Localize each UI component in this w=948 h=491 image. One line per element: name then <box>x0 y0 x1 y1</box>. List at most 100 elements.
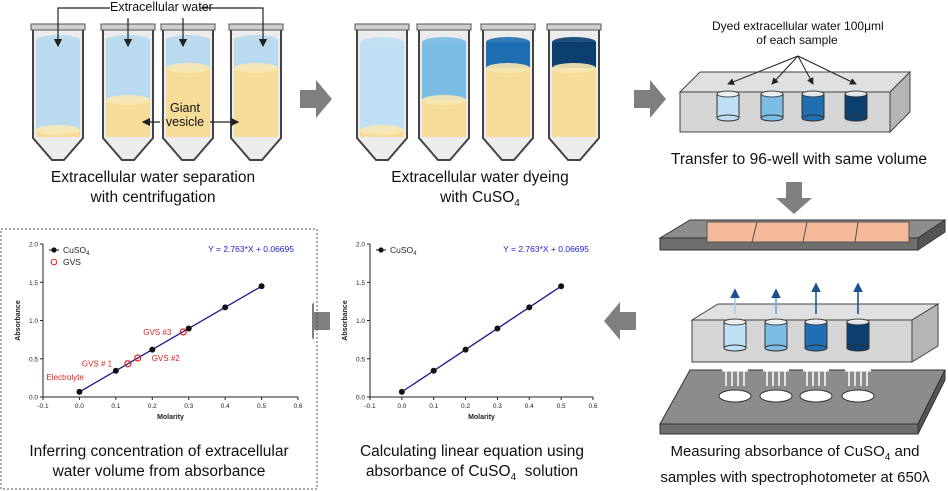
pipette-arrows <box>727 55 857 86</box>
vesicle-label: vesicle <box>165 115 205 129</box>
vesicle-layer-surface <box>234 63 278 73</box>
cuso4-point <box>398 388 405 395</box>
fit-line <box>79 285 262 393</box>
x-axis-label: Molarity <box>157 414 184 421</box>
sample-well-1-top <box>723 318 747 326</box>
gvs-annotation: GVS #2 <box>152 354 181 363</box>
caption-step2-text: with CuSO <box>440 189 515 206</box>
caption-step4-end: and <box>890 443 920 460</box>
water-layer <box>106 40 150 100</box>
equation-label: Y = 2.763*X + 0.06695 <box>208 244 294 254</box>
vesicle-layer-surface <box>36 125 80 135</box>
cuso4-point <box>76 388 83 395</box>
vesicle-layer <box>166 68 210 137</box>
x-tick-label: 0.5 <box>257 403 266 410</box>
sample-well-1 <box>723 318 747 352</box>
cuso4-point <box>494 325 501 332</box>
gvs-annotation: Electrolyte <box>46 373 84 382</box>
cuso4-point <box>258 283 265 290</box>
tube-4 <box>228 23 284 161</box>
caption-step3-line1: Transfer to 96-well with same volume <box>670 151 928 168</box>
tube-2 <box>100 23 156 161</box>
caption-step6-line2: water volume from absorbance <box>52 463 266 480</box>
sample-well-1-base <box>723 344 747 352</box>
dyed-water-layer-surface <box>422 37 466 47</box>
caption-step1: Extracellular water separation with cent… <box>18 168 288 208</box>
sample-well-2-base <box>764 344 788 352</box>
tube-outline <box>418 30 470 161</box>
fit-line <box>401 285 562 393</box>
sample-well-2-top <box>764 318 788 326</box>
arrow-step1-to-step2 <box>300 80 332 118</box>
sample-well-3 <box>804 318 828 352</box>
tube-outline <box>356 30 408 161</box>
legend-cuso4-label: CuSO4 <box>63 245 90 257</box>
arrow-step2-to-step3 <box>634 80 666 118</box>
x-tick-label: 0.6 <box>588 403 597 410</box>
tube-rim <box>416 23 472 31</box>
x-tick-label: -0.1 <box>364 403 376 410</box>
sample-wells <box>723 318 870 352</box>
x-tick-label: -0.1 <box>37 403 49 410</box>
plate-well-1-base <box>716 114 740 122</box>
cuso4-point <box>430 367 437 374</box>
vesicle-layer-surface <box>486 63 530 73</box>
plate-well-2 <box>760 90 784 122</box>
dyed-tubes <box>354 23 602 161</box>
x-tick-label: 0.4 <box>525 403 534 410</box>
vesicle-layer <box>234 68 278 137</box>
dyed-water-line2: of each sample <box>756 33 838 47</box>
chart-background <box>8 234 312 428</box>
gvs-annotation: GVS #3 <box>143 328 172 337</box>
caption-step1-line2: with centrifugation <box>90 189 216 206</box>
giant-label: Giant <box>170 101 200 115</box>
x-tick-label: 0.1 <box>111 403 120 410</box>
tube-outline <box>162 30 214 161</box>
sample-well-2-body <box>764 321 788 349</box>
caption-step2-line1: Extracellular water dyeing <box>391 169 569 186</box>
vesicle-layer-surface <box>166 63 210 73</box>
caption-step5-line1: Calculating linear equation using <box>359 443 585 460</box>
caption-step4-sub: 4 <box>884 452 891 463</box>
tube-rim <box>160 23 216 31</box>
plate-well-4-top <box>844 90 868 98</box>
y-tick-label: 0.5 <box>356 356 365 363</box>
water-layer-surface <box>234 35 278 45</box>
giant-vesicle-label: Giant vesicle <box>161 101 209 129</box>
well-plate <box>678 70 912 134</box>
tube-outline <box>102 30 154 161</box>
tube-outline <box>482 30 534 161</box>
gvs-point <box>124 360 132 368</box>
vesicle-layer-surface <box>422 95 466 105</box>
tube-1 <box>354 23 410 161</box>
vesicle-layer-surface <box>360 125 404 135</box>
tube-4 <box>546 23 602 161</box>
vesicle-layer-surface <box>552 63 596 73</box>
x-tick-label: 0.0 <box>397 403 406 410</box>
y-tick-label: 1.0 <box>356 318 365 325</box>
light-port-2 <box>759 389 793 403</box>
caption-step6-line1: Inferring concentration of extracellular <box>29 443 289 460</box>
tube-3 <box>480 23 536 161</box>
y-tick-label: 1.5 <box>29 280 38 287</box>
gvs-annotation: GVS # 1 <box>82 360 113 369</box>
x-tick-label: 0.4 <box>221 403 230 410</box>
arrow-step3-to-step4 <box>776 182 812 214</box>
cuso4-point <box>112 367 119 374</box>
sample-well-4-base <box>846 344 870 352</box>
sample-well-3-top <box>804 318 828 326</box>
tube-rim <box>228 23 284 31</box>
plate-well-4-base <box>844 114 868 122</box>
extracellular-water-arrows <box>53 7 268 48</box>
caption-step4-text: Measuring absorbance of CuSO <box>670 443 885 460</box>
equation-label: Y = 2.763*X + 0.06695 <box>503 244 589 254</box>
y-tick-label: 2.0 <box>356 242 365 249</box>
y-tick-label: 1.5 <box>356 280 365 287</box>
y-axis-label: Absorbance <box>342 300 349 341</box>
x-tick-label: 0.3 <box>493 403 502 410</box>
plate-well-3-body <box>801 93 825 119</box>
sample-plate <box>690 303 940 363</box>
vesicle-layer <box>422 100 466 137</box>
legend-subscript: 4 <box>413 251 417 257</box>
